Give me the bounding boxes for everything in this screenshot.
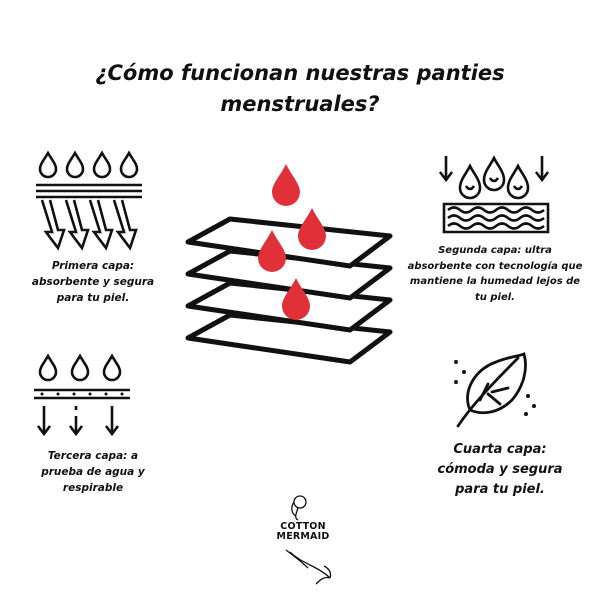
third-layer-line: respirable [62,482,124,494]
first-layer-line: absorbente y segura [31,276,155,288]
mermaid-figure-icon [285,495,332,585]
first-layer-line: Primera capa: [51,260,135,272]
second-layer-description: Segunda capa: ultra absorbente con tecno… [395,243,595,305]
first-layer-line: para tu piel. [56,292,130,304]
fourth-layer-description: Cuarta capa: cómoda y segura para tu pie… [415,440,585,500]
waves-drops-icon [438,155,550,234]
feather-icon [454,351,536,428]
second-layer-line: tu piel. [475,291,515,303]
second-layer-line: Segunda capa: ultra [438,245,552,256]
layers-drops-icon [185,164,393,365]
second-layer-line: mantiene la humedad lejos de [409,276,581,287]
title-line-2: menstruales? [220,92,380,116]
fourth-layer-line: Cuarta capa: [453,442,547,457]
brand-line-2: MERMAID [276,531,330,542]
third-layer-description: Tercera capa: a prueba de agua y respira… [28,448,158,496]
brand-line-1: COTTON [280,521,326,532]
fourth-layer-line: para tu piel. [455,482,545,497]
first-layer-description: Primera capa: absorbente y segura para t… [28,258,158,306]
mermaid-logo: COTTON MERMAID [268,492,338,587]
drops-barrier-icon [34,353,130,437]
drops-arrows-icon [36,150,142,251]
second-layer-line: absorbente con tecnología que [407,260,583,272]
page-title: ¿Cómo funcionan nuestras panties menstru… [0,58,600,120]
fourth-layer-line: cómoda y segura [437,462,563,477]
third-layer-line: Tercera capa: a [47,450,139,462]
title-line-1: ¿Cómo funcionan nuestras panties [95,61,505,85]
third-layer-line: prueba de agua y [41,466,145,478]
